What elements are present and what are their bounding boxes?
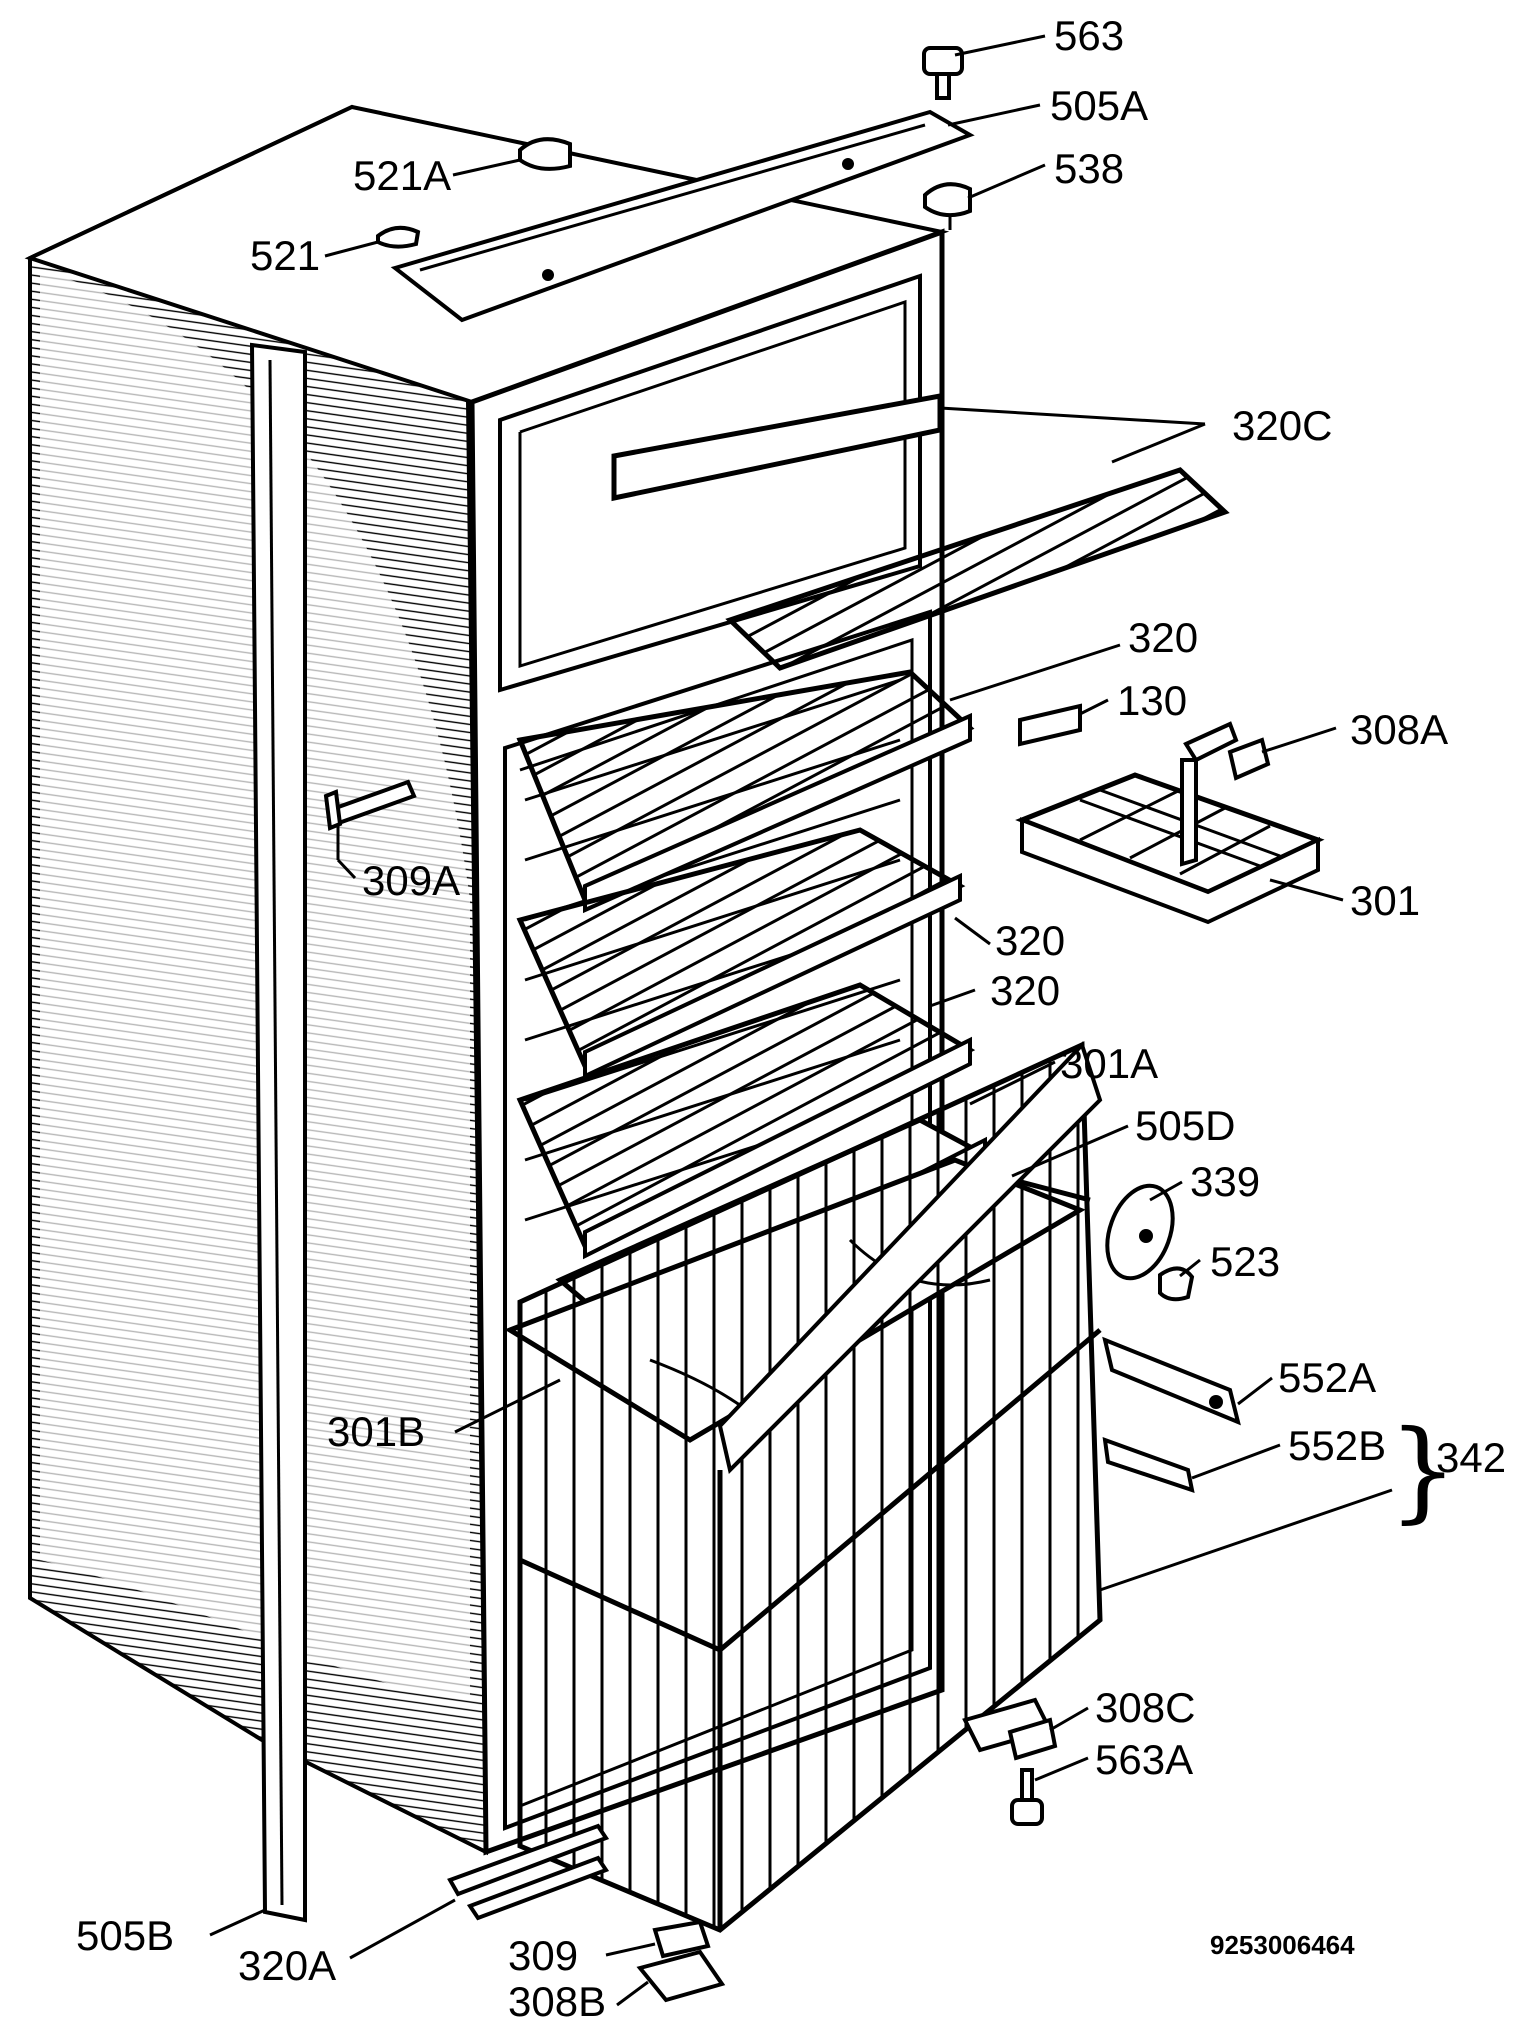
crisper-basket-342 xyxy=(517,1041,1103,1933)
label-308c: 308C xyxy=(1095,1684,1195,1731)
door-strip-505b xyxy=(249,342,307,1923)
label-301b: 301B xyxy=(327,1408,425,1455)
knob-563 xyxy=(922,46,964,100)
runner-552a xyxy=(1102,1336,1241,1426)
bracket-130 xyxy=(1018,703,1082,747)
bracket-308b xyxy=(636,1949,726,2003)
brace-342-group: } xyxy=(1388,1406,1458,1534)
hinge-538 xyxy=(923,182,972,230)
wire-shelf-320c xyxy=(725,467,1230,671)
leader-lines xyxy=(209,34,1393,2007)
label-309: 309 xyxy=(508,1932,578,1979)
top-rail-505a xyxy=(390,109,975,323)
label-301a: 301A xyxy=(1060,1040,1158,1087)
shelf-320-lower xyxy=(516,982,976,1260)
shelf-320-middle xyxy=(516,827,966,1080)
label-320-shelf-middle: 320 xyxy=(995,917,1065,964)
label-320-shelf-top: 320 xyxy=(1128,614,1198,661)
ice-tray-301 xyxy=(1015,772,1325,925)
freezer-cover-320c xyxy=(611,392,943,502)
cap-521 xyxy=(376,225,421,249)
document-code: 9253006464 xyxy=(1210,1930,1355,1960)
label-342: 342 xyxy=(1436,1434,1506,1481)
label-505d: 505D xyxy=(1135,1102,1235,1149)
fan-339 xyxy=(1105,1183,1175,1281)
clip-309 xyxy=(652,1919,711,1959)
label-505a: 505A xyxy=(1050,82,1148,129)
label-523: 523 xyxy=(1210,1238,1280,1285)
label-308a: 308A xyxy=(1350,706,1448,753)
screw-563a xyxy=(1010,1768,1044,1826)
label-563: 563 xyxy=(1054,12,1124,59)
clip-523 xyxy=(1158,1266,1195,1302)
bracket-309a xyxy=(323,779,417,831)
bracket-308c xyxy=(962,1697,1058,1761)
label-130: 130 xyxy=(1117,677,1187,724)
runner-552b xyxy=(1102,1436,1195,1493)
part-labels: 563 505A 521A 538 521 320C 320 130 308A … xyxy=(76,12,1506,2021)
label-320-shelf-lower: 320 xyxy=(990,967,1060,1014)
label-563a: 563A xyxy=(1095,1736,1193,1783)
label-552b: 552B xyxy=(1288,1422,1386,1469)
label-320c: 320C xyxy=(1232,402,1332,449)
label-538: 538 xyxy=(1054,145,1124,192)
label-309a: 309A xyxy=(362,857,460,904)
label-308b: 308B xyxy=(508,1978,606,2021)
label-301: 301 xyxy=(1350,877,1420,924)
bottom-rail-320a xyxy=(447,1823,610,1921)
label-339: 339 xyxy=(1190,1158,1260,1205)
label-521a: 521A xyxy=(353,152,451,199)
cap-521a xyxy=(518,137,572,171)
label-552a: 552A xyxy=(1278,1354,1376,1401)
label-521: 521 xyxy=(250,232,320,279)
hinge-308a xyxy=(1180,721,1271,867)
label-505b: 505B xyxy=(76,1912,174,1959)
label-320a: 320A xyxy=(238,1942,336,1989)
